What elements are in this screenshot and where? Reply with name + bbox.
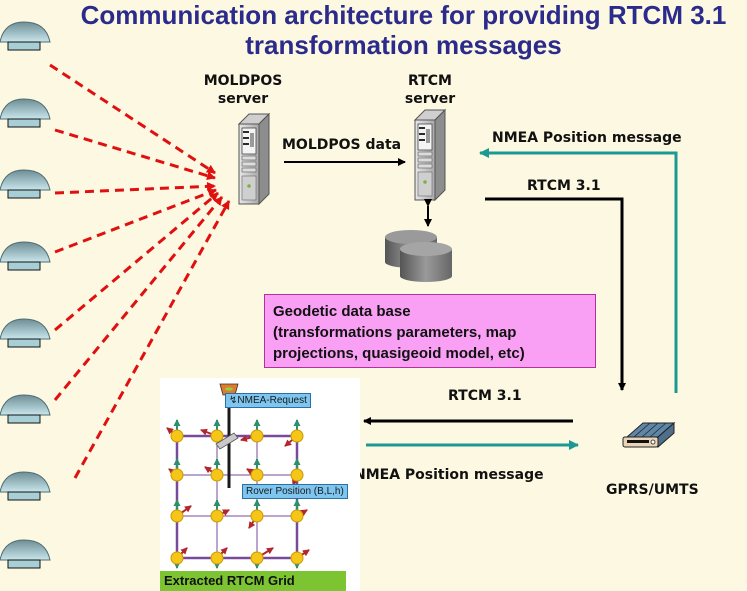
- grid-node: [250, 468, 264, 482]
- grid-node: [290, 429, 304, 443]
- geodetic-db-title: Geodetic data base: [273, 303, 411, 320]
- moldpos-server-label-line2: server: [217, 91, 269, 107]
- reference-stations: [0, 21, 51, 569]
- moldpos-server-label: MOLDPOS server: [203, 72, 283, 108]
- station-link: [54, 191, 219, 332]
- gnss-reference-station-icon: [0, 98, 51, 128]
- station-link: [73, 200, 231, 479]
- nmea-position-arrow-top: [479, 148, 678, 393]
- gnss-reference-station-icon: [0, 241, 51, 271]
- gnss-reference-station-icon: [0, 471, 51, 501]
- grid-node: [290, 509, 304, 523]
- grid-node: [290, 468, 304, 482]
- gnss-reference-station-icon: [0, 394, 51, 424]
- rover-position-callout: Rover Position (B,L,h): [242, 484, 348, 499]
- nmea-top-label: NMEA Position message: [492, 130, 682, 146]
- grid-node: [210, 429, 224, 443]
- gnss-reference-station-icon: [0, 21, 51, 51]
- grid-node: [210, 509, 224, 523]
- geodetic-db-line3: projections, quasigeoid model, etc): [273, 345, 525, 362]
- grid-node: [170, 429, 184, 443]
- grid-node: [250, 551, 264, 565]
- rtcm-grid-panel: ↯NMEA-Request Rover Position (B,L,h): [160, 378, 360, 591]
- grid-node: [210, 551, 224, 565]
- gnss-reference-station-icon: [0, 539, 51, 569]
- nmea-bottom-label: NMEA Position message: [354, 467, 544, 483]
- grid-node: [210, 468, 224, 482]
- grid-node: [250, 509, 264, 523]
- grid-node: [170, 509, 184, 523]
- station-link: [54, 128, 216, 181]
- rtcm-server-icon: [414, 109, 446, 201]
- grid-node: [250, 429, 264, 443]
- rtcm-arrow-top: [485, 197, 626, 391]
- controller-icon: [215, 432, 239, 450]
- station-link: [53, 196, 224, 401]
- rtcm-server-label-line1: RTCM: [408, 73, 452, 89]
- nmea-request-callout: ↯NMEA-Request: [225, 393, 311, 408]
- grid-node: [170, 468, 184, 482]
- geodetic-database-box: Geodetic data base (transformations para…: [264, 294, 596, 368]
- station-link: [49, 63, 216, 175]
- geodetic-db-line2: (transformations parameters, map: [273, 324, 517, 341]
- modem-icon: [622, 421, 676, 449]
- station-data-links: [49, 63, 231, 479]
- rtcm-top-label: RTCM 3.1: [527, 178, 601, 194]
- moldpos-data-label: MOLDPOS data: [282, 137, 402, 153]
- grid-node: [170, 551, 184, 565]
- rtcm-server-label: RTCM server: [400, 72, 460, 108]
- rtcm-server-label-line2: server: [404, 91, 456, 107]
- station-link: [54, 181, 216, 195]
- moldpos-server-label-line1: MOLDPOS: [203, 73, 283, 89]
- rtcm-bottom-label: RTCM 3.1: [448, 388, 522, 404]
- gnss-reference-station-icon: [0, 318, 51, 348]
- moldpos-server-icon: [238, 113, 270, 205]
- rtcm-grid-illustration: [166, 383, 310, 569]
- gnss-reference-station-icon: [0, 169, 51, 199]
- grid-caption: Extracted RTCM Grid: [160, 571, 346, 591]
- diagram-title: Communication architecture for providing…: [80, 0, 727, 60]
- gprs-umts-label: GPRS/UMTS: [606, 482, 699, 498]
- grid-node: [290, 551, 304, 565]
- grid-vectors: [166, 419, 310, 569]
- lightning-icon: ↯: [229, 395, 238, 406]
- station-link: [54, 188, 217, 254]
- database-icon: [385, 230, 452, 282]
